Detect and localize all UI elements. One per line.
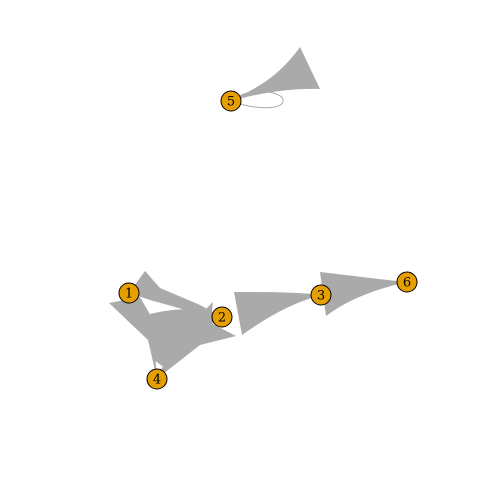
node-3[interactable]: 3 — [310, 284, 332, 306]
edge-1-2-arrow — [129, 271, 222, 317]
node-2-circle — [211, 306, 233, 328]
node-1-label: 1 — [125, 287, 133, 302]
node-2-label: 2 — [218, 311, 226, 326]
node-3-label: 3 — [317, 289, 325, 304]
edge-5-5-loop — [230, 90, 284, 109]
edge-5-5-wedge — [231, 47, 320, 101]
nodes-layer: 1 2 3 4 5 6 — [118, 90, 418, 390]
node-5[interactable]: 5 — [220, 90, 242, 112]
edges-layer — [109, 47, 407, 379]
edge-2-3 — [234, 292, 321, 335]
node-5-label: 5 — [227, 95, 235, 110]
node-6[interactable]: 6 — [396, 271, 418, 293]
node-6-label: 6 — [403, 276, 411, 291]
node-1-circle — [118, 282, 140, 304]
node-6-circle — [396, 271, 418, 293]
edge-2-4-lower — [157, 320, 236, 379]
edge-3-6 — [320, 272, 407, 316]
node-4[interactable]: 4 — [146, 368, 168, 390]
node-3-circle — [310, 284, 332, 306]
node-2[interactable]: 2 — [211, 306, 233, 328]
edge-4-1 — [109, 297, 157, 379]
node-4-label: 4 — [153, 373, 161, 388]
node-1[interactable]: 1 — [118, 282, 140, 304]
node-5-circle — [220, 90, 242, 112]
node-4-circle — [146, 368, 168, 390]
